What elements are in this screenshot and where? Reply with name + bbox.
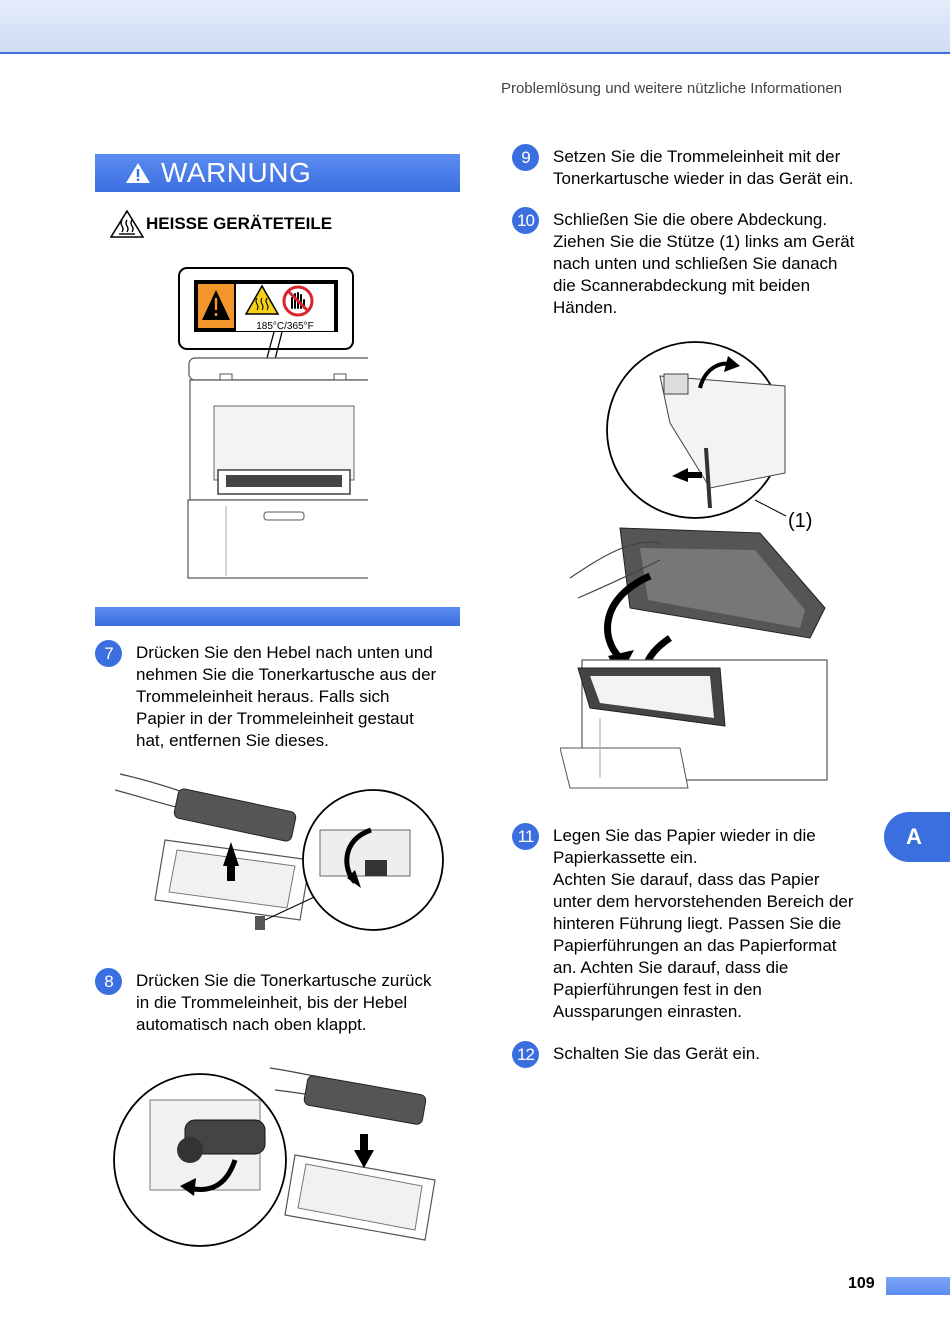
step-line: hat, entfernen Sie dieses.: [136, 731, 329, 750]
hot-parts-heading: HEISSE GERÄTETEILE: [110, 210, 332, 238]
warning-triangle-icon: [126, 163, 150, 183]
step-line: Papierführungen fest in den: [553, 980, 762, 999]
running-header: Problemlösung und weitere nützliche Info…: [500, 80, 842, 97]
step-line: Schalten Sie das Gerät ein.: [553, 1044, 760, 1063]
step-line: Papierkassette ein.: [553, 848, 698, 867]
step-line: Papier in der Trommeleinheit gestaut: [136, 709, 414, 728]
hot-parts-figure: 185°C/365°F: [178, 267, 368, 579]
step-line: Ziehen Sie die Stütze (1) links am Gerät: [553, 232, 855, 251]
section-separator: [95, 607, 460, 626]
chapter-tab: A: [884, 812, 950, 862]
hot-parts-title: HEISSE GERÄTETEILE: [146, 214, 333, 233]
step-number: 10: [512, 207, 539, 234]
page-number: 109: [848, 1275, 875, 1292]
step-number: 11: [512, 823, 539, 850]
remove-toner-figure: [115, 773, 444, 931]
step-number: 8: [95, 968, 122, 995]
step-line: an. Achten Sie darauf, dass die: [553, 958, 789, 977]
step-9: 9 Setzen Sie die Trommeleinheit mit der …: [512, 144, 854, 190]
step-text: Legen Sie das Papier wieder in die Papie…: [553, 825, 854, 1023]
footer-bar: [886, 1277, 950, 1295]
step-line: Setzen Sie die Trommeleinheit mit der: [553, 147, 841, 166]
insert-toner-figure: [113, 1067, 436, 1247]
hot-surface-icon: [110, 210, 144, 238]
step-line: in die Trommeleinheit, bis der Hebel: [136, 993, 408, 1012]
step-line: die Scannerabdeckung mit beiden: [553, 276, 811, 295]
step-8: 8 Drücken Sie die Tonerkartusche zurück …: [95, 968, 431, 1036]
step-line: Aussparungen einrasten.: [553, 1002, 743, 1021]
step-number: 12: [512, 1041, 539, 1068]
step-line: hinteren Führung liegt. Passen Sie die: [553, 914, 842, 933]
step-line: Legen Sie das Papier wieder in die: [553, 826, 816, 845]
step-line: nehmen Sie die Tonerkartusche aus der: [136, 665, 437, 684]
step-11: 11 Legen Sie das Papier wieder in die Pa…: [512, 823, 854, 1023]
step-text: Drücken Sie die Tonerkartusche zurück in…: [136, 970, 431, 1036]
step-line: Schließen Sie die obere Abdeckung.: [553, 210, 828, 229]
step-line: Papierführungen an das Papierformat: [553, 936, 837, 955]
step-line: Trommeleinheit heraus. Falls sich: [136, 687, 390, 706]
step-line: nach unten und schließen Sie danach: [553, 254, 838, 273]
step-text: Schalten Sie das Gerät ein.: [553, 1043, 760, 1065]
step-10: 10 Schließen Sie die obere Abdeckung. Zi…: [512, 207, 854, 319]
step-line: unter dem hervorstehenden Bereich der: [553, 892, 854, 911]
step-text: Setzen Sie die Trommeleinheit mit der To…: [553, 146, 854, 190]
step-line: Achten Sie darauf, dass das Papier: [553, 870, 820, 889]
step-number: 9: [512, 144, 539, 171]
step-number: 7: [95, 640, 122, 667]
step-line: Drücken Sie die Tonerkartusche zurück: [136, 971, 432, 990]
step-line: Drücken Sie den Hebel nach unten und: [136, 643, 433, 662]
step-line: Händen.: [553, 298, 618, 317]
warning-banner: WARNUNG: [95, 154, 460, 192]
warning-label: WARNUNG: [161, 157, 312, 188]
step-text: Schließen Sie die obere Abdeckung. Ziehe…: [553, 209, 854, 319]
step-text: Drücken Sie den Hebel nach unten und neh…: [136, 642, 436, 752]
temp-label: 185°C/365°F: [256, 321, 313, 332]
step-12: 12 Schalten Sie das Gerät ein.: [512, 1041, 760, 1068]
step-7: 7 Drücken Sie den Hebel nach unten und n…: [95, 640, 436, 752]
step-line: Tonerkartusche wieder in das Gerät ein.: [553, 169, 854, 188]
top-header-band: [0, 0, 950, 54]
step-line: automatisch nach oben klappt.: [136, 1015, 367, 1034]
close-cover-figure: [560, 341, 828, 789]
figure-callout-label: (1): [788, 510, 813, 532]
